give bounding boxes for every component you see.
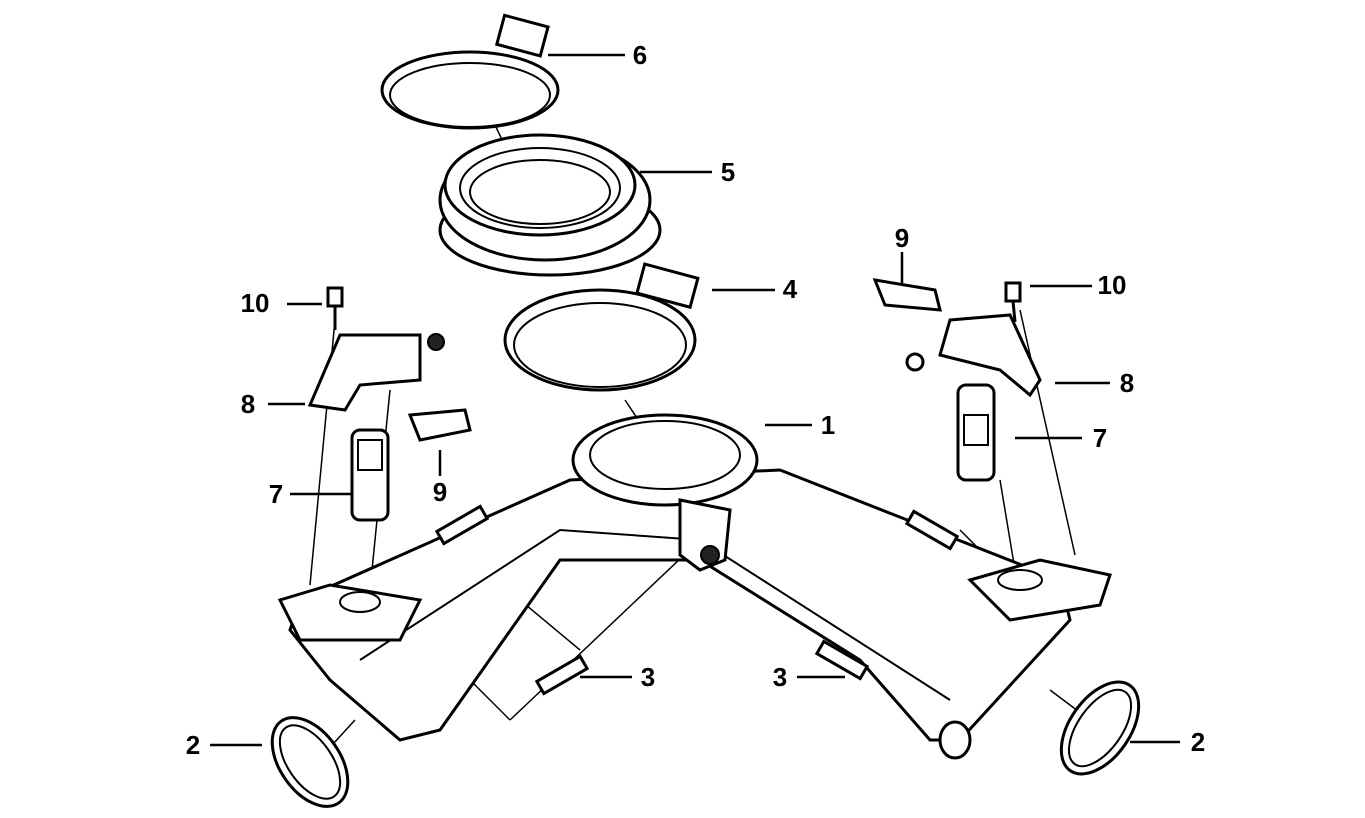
callout-8-right: 8 (1119, 368, 1135, 398)
callout-2-right: 2 (1190, 727, 1206, 757)
part-1-intake-manifold (277, 413, 1112, 760)
part-6-hose-clamp (380, 13, 560, 130)
callout-6: 6 (632, 40, 648, 70)
part-8-fuel-rail-brackets (307, 313, 1042, 412)
callout-5: 5 (720, 157, 736, 187)
part-3-bolts (434, 504, 960, 696)
part-5-intake-boot (438, 133, 662, 277)
part-10-screws (326, 281, 1022, 330)
callout-3-left: 3 (640, 662, 656, 692)
part-4-hose-clamp (503, 262, 700, 392)
callout-7-right: 7 (1092, 423, 1108, 453)
callout-2-left: 2 (185, 730, 201, 760)
callout-9-right: 9 (894, 223, 910, 253)
callout-10-left: 10 (240, 288, 270, 318)
callout-1: 1 (820, 410, 836, 440)
callout-7-left: 7 (268, 479, 284, 509)
part-9-clips (407, 278, 942, 442)
callout-8-left: 8 (240, 389, 256, 419)
callout-10-right: 10 (1097, 270, 1127, 300)
part-2-gaskets (270, 680, 1141, 808)
callout-9-left: 9 (432, 477, 448, 507)
callout-4: 4 (782, 274, 798, 304)
leader-lines (210, 53, 1180, 747)
callout-3-right: 3 (772, 662, 788, 692)
part-7-injectors (350, 383, 996, 522)
